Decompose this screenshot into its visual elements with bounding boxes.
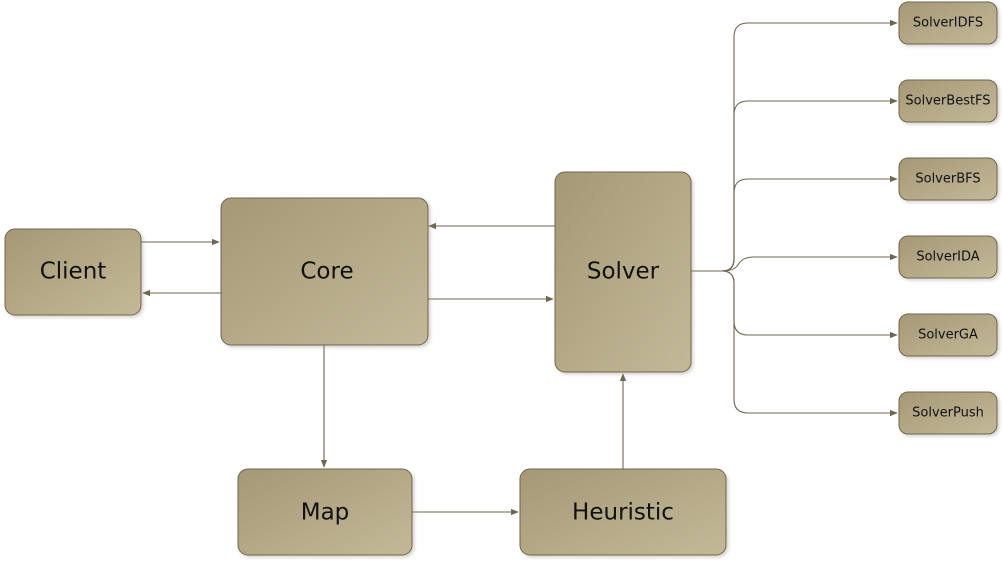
node-solverida: SolverIDA	[898, 235, 998, 279]
node-solveridfs: SolverIDFS	[898, 1, 998, 45]
node-solverbestfs: SolverBestFS	[898, 79, 998, 123]
node-heuristic: Heuristic	[519, 468, 727, 556]
edge-solver-to-solveridfs	[691, 19, 898, 272]
node-map: Map	[237, 468, 413, 556]
node-solveridfs-label: SolverIDFS	[913, 16, 983, 31]
node-solverpush-label: SolverPush	[912, 406, 984, 421]
edge-solver-to-solverga	[691, 270, 898, 339]
edges	[141, 19, 898, 516]
edge-solver-to-solverpush	[691, 270, 898, 417]
node-solverga-label: SolverGA	[918, 328, 978, 343]
node-client-label: Client	[40, 259, 107, 285]
node-solverida-label: SolverIDA	[916, 250, 979, 265]
node-solver: Solver	[554, 171, 692, 373]
node-solverbfs: SolverBFS	[898, 157, 998, 201]
node-heuristic-label: Heuristic	[572, 500, 674, 526]
node-solver-label: Solver	[587, 259, 660, 285]
node-solverbestfs-label: SolverBestFS	[905, 94, 990, 109]
node-solverpush: SolverPush	[898, 391, 998, 435]
node-core-label: Core	[300, 259, 353, 285]
edge-solver-to-solverida	[691, 253, 898, 272]
node-solverbfs-label: SolverBFS	[915, 172, 980, 187]
node-core: Core	[220, 197, 429, 346]
node-solverga: SolverGA	[898, 313, 998, 357]
node-map-label: Map	[301, 500, 350, 526]
node-client: Client	[4, 228, 142, 316]
edge-solver-to-solverbestfs	[691, 97, 898, 272]
